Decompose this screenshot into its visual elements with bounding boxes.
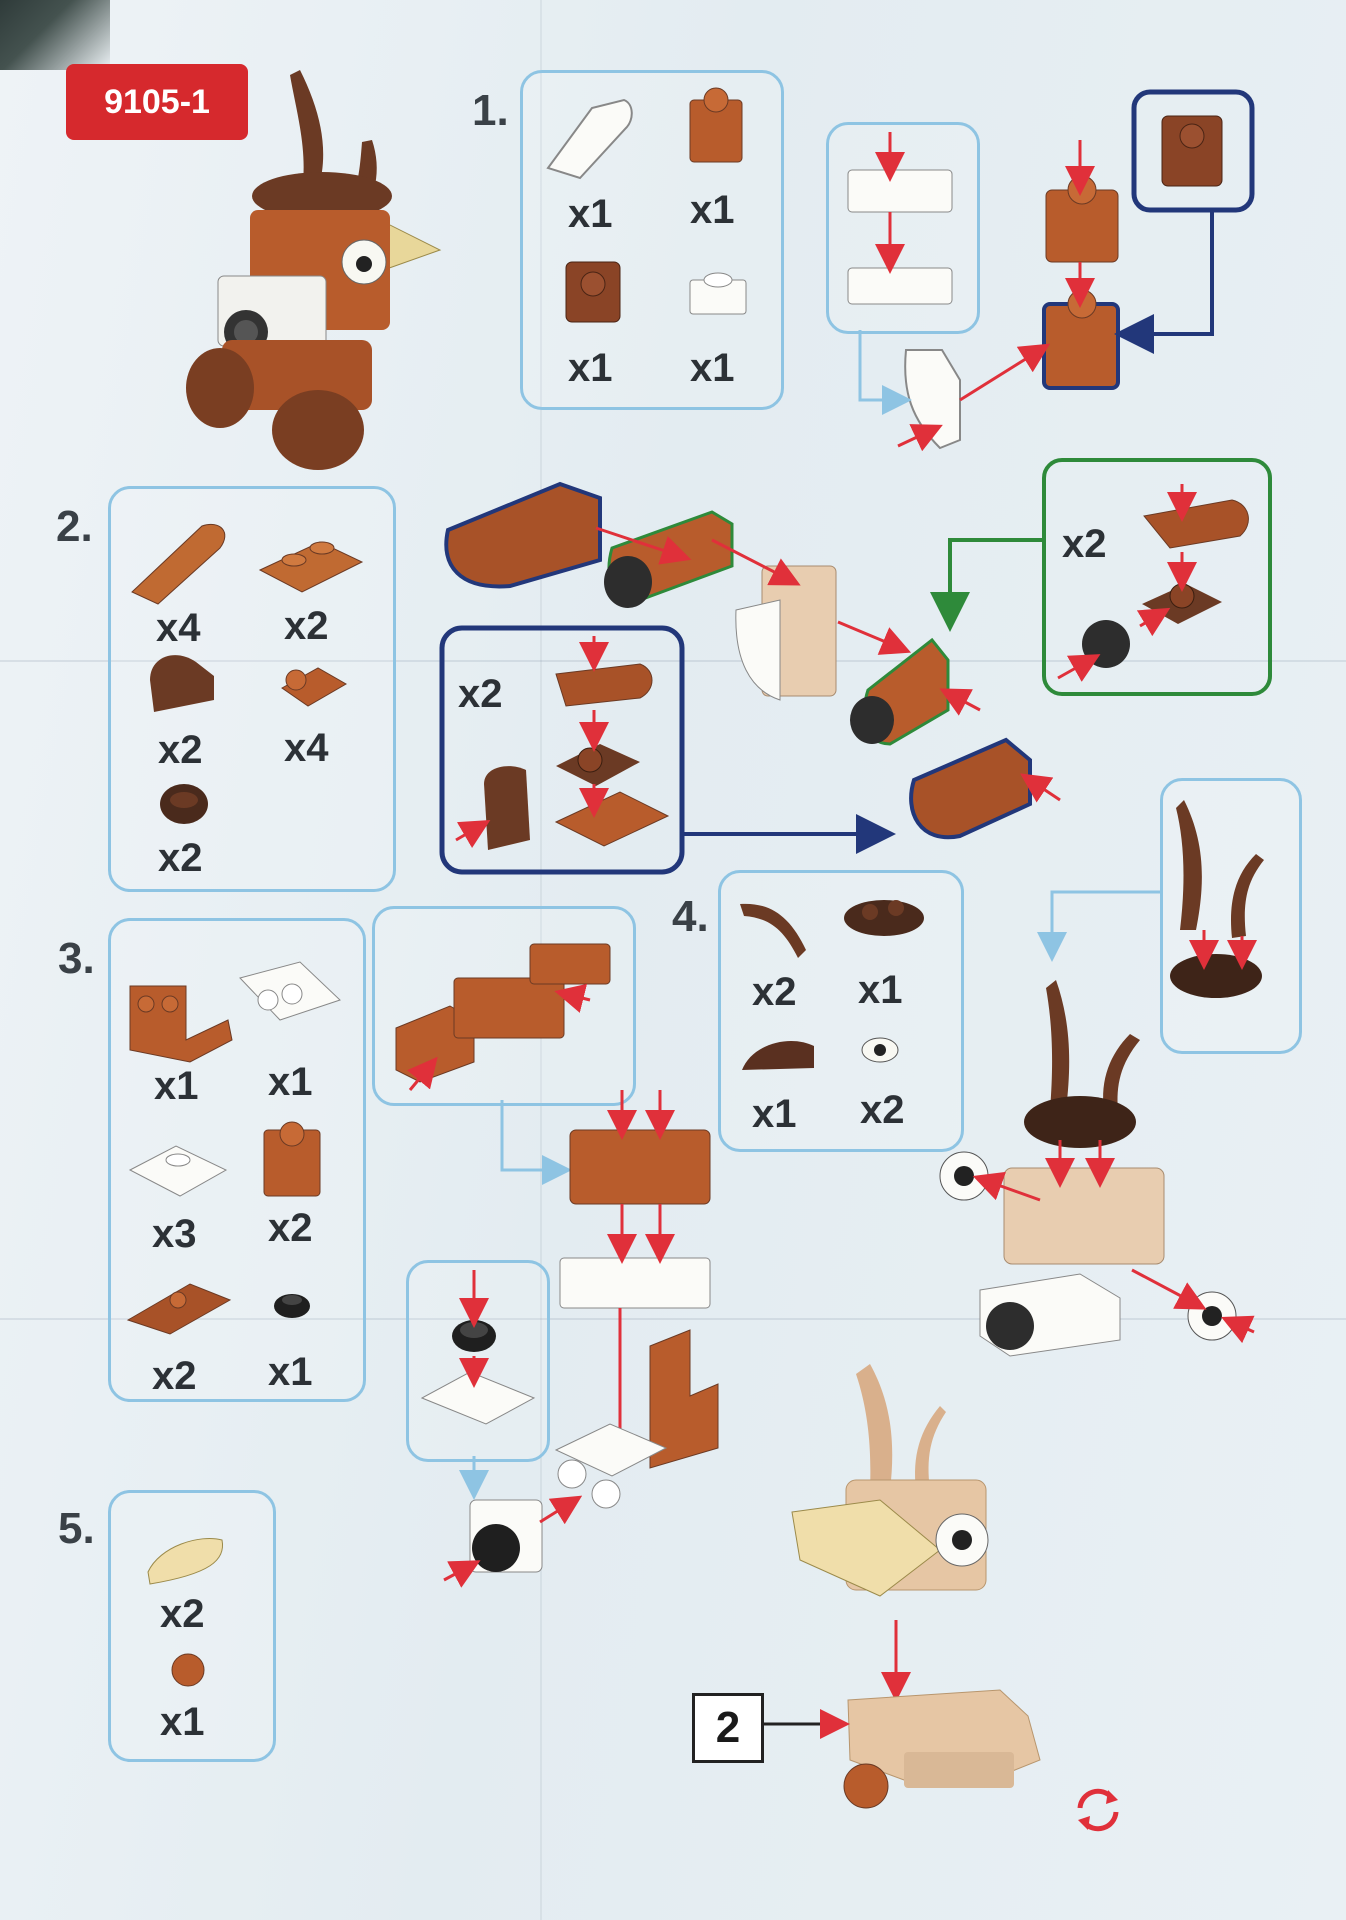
step-1-parts bbox=[546, 87, 747, 323]
step-4-parts bbox=[740, 900, 924, 1070]
part-qty: x1 bbox=[160, 1700, 205, 1744]
part-qty: x4 bbox=[284, 726, 329, 770]
part-qty: x3 bbox=[152, 1212, 197, 1256]
part-qty: x1 bbox=[154, 1064, 199, 1108]
step-3-parts bbox=[126, 961, 341, 1335]
step-5-assembly bbox=[762, 1364, 1041, 1809]
rotate-icon bbox=[1077, 1788, 1119, 1832]
step-2-parts bbox=[131, 524, 364, 824]
part-qty: x1 bbox=[268, 1060, 313, 1104]
step-2-number: 2. bbox=[56, 502, 93, 551]
step-3-number: 3. bbox=[58, 934, 95, 983]
part-qty: x1 bbox=[858, 968, 903, 1012]
step-5-parts bbox=[147, 1538, 224, 1687]
part-qty: x2 bbox=[160, 1592, 205, 1636]
step-2-assembly bbox=[439, 458, 1272, 875]
finished-model-illustration bbox=[186, 70, 442, 470]
step-4-assembly bbox=[939, 800, 1264, 1357]
part-qty: x2 bbox=[860, 1088, 905, 1132]
part-qty: x1 bbox=[690, 188, 735, 232]
background-corner bbox=[0, 0, 110, 70]
step-5-parts-box bbox=[108, 1490, 276, 1762]
model-number-badge: 9105-1 bbox=[66, 64, 248, 140]
step-1-number: 1. bbox=[472, 86, 509, 135]
part-qty: x1 bbox=[752, 1092, 797, 1136]
step-5-number: 5. bbox=[58, 1504, 95, 1553]
part-qty: x2 bbox=[284, 604, 329, 648]
part-qty: x1 bbox=[568, 192, 613, 236]
fold-line bbox=[0, 660, 1346, 662]
step-4-number: 4. bbox=[672, 892, 709, 941]
part-qty: x4 bbox=[156, 606, 201, 650]
part-qty: x2 bbox=[752, 970, 797, 1014]
fold-line bbox=[0, 1318, 1346, 1320]
part-qty: x2 bbox=[152, 1354, 197, 1398]
part-qty: x2 bbox=[158, 836, 203, 880]
part-qty: x1 bbox=[690, 346, 735, 390]
part-qty: x2 bbox=[158, 728, 203, 772]
step-1-assembly bbox=[847, 89, 1255, 452]
step-3-assembly bbox=[395, 943, 719, 1588]
page-reference-box: 2 bbox=[692, 1693, 764, 1763]
subassembly-multiplier: x2 bbox=[458, 672, 503, 716]
subassembly-multiplier: x2 bbox=[1062, 522, 1107, 566]
part-qty: x1 bbox=[568, 346, 613, 390]
part-qty: x1 bbox=[268, 1350, 313, 1394]
part-qty: x2 bbox=[268, 1206, 313, 1250]
